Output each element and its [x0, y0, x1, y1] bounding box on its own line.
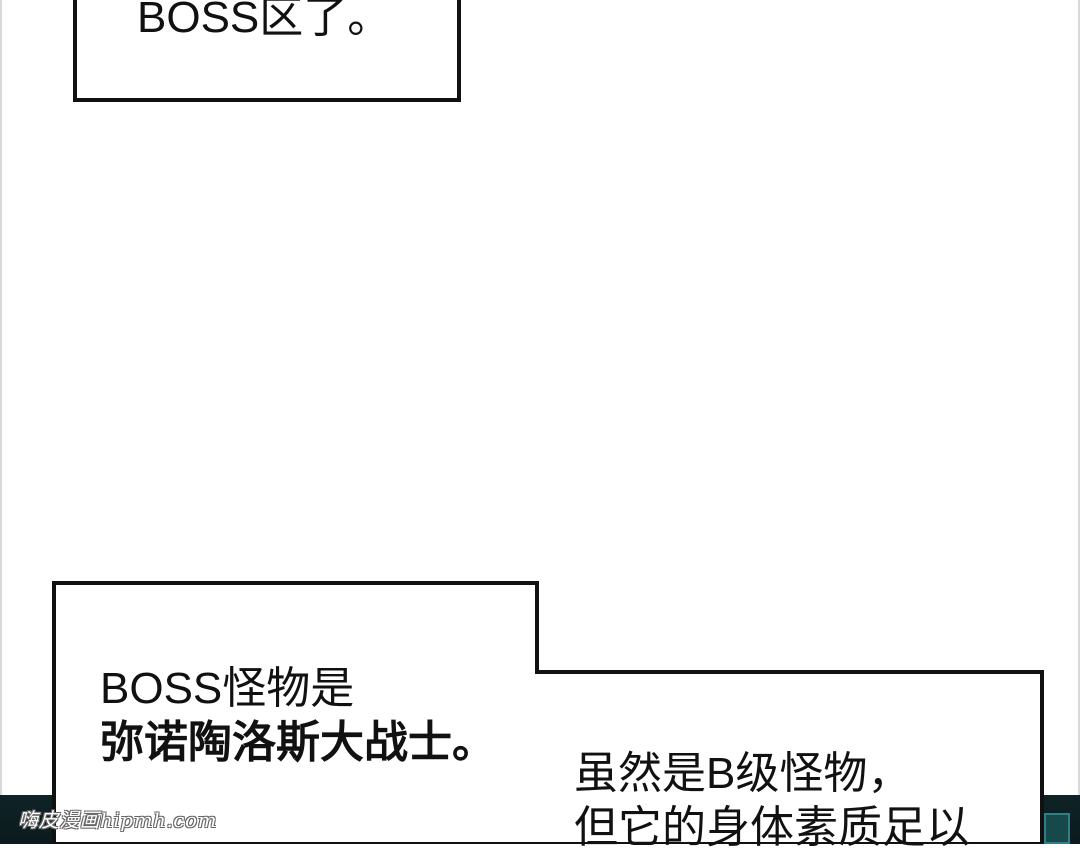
caption-right-line1: 虽然是B级怪物， — [574, 749, 912, 798]
dark-panel-left — [0, 795, 60, 844]
dark-panel-right — [1036, 795, 1080, 844]
caption-box-top: BOSS区了。 — [73, 0, 461, 102]
caption-right-line2: 但它的身体素质足以 — [574, 803, 970, 852]
caption-left-line2: 弥诺陶洛斯大战士。 — [100, 718, 496, 767]
page-edge-left — [0, 0, 2, 844]
watermark: 嗨皮漫画hipmh.com — [18, 808, 217, 832]
page-edge-right — [1078, 0, 1080, 844]
caption-left: BOSS怪物是 弥诺陶洛斯大战士。 — [100, 662, 496, 770]
caption-top-text: BOSS区了。 — [137, 0, 392, 42]
caption-right: 虽然是B级怪物， 但它的身体素质足以 — [574, 747, 970, 855]
caption-left-line1: BOSS怪物是 — [100, 664, 355, 713]
teal-panel-element — [1044, 813, 1070, 844]
